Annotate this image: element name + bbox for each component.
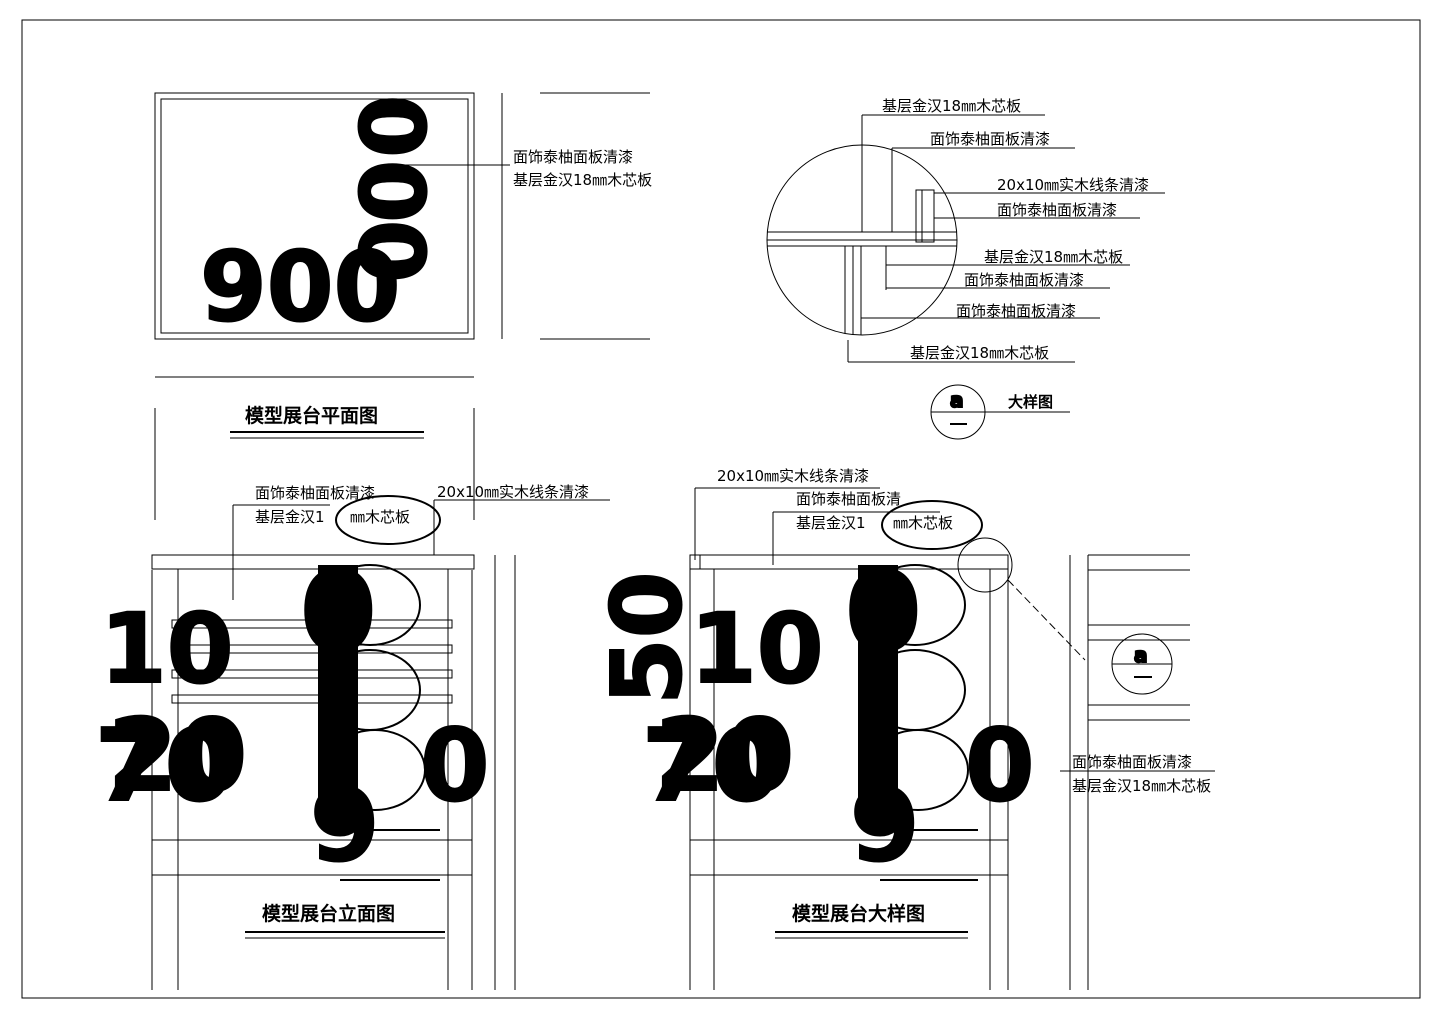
detail-elev-label-base-alt: 基层金汉1 — [796, 514, 866, 532]
elev-label-base: 基层金汉1 — [255, 508, 325, 526]
elev-dim-a: 10 — [100, 593, 234, 705]
elevation-view: 面饰泰柚面板清漆 基层金汉1 ㎜木芯板 20x10㎜实木线条清漆 10 20 7… — [94, 408, 610, 990]
plan-label-base: 基层金汉18㎜木芯板 — [513, 171, 652, 189]
detail-label-face-top: 面饰泰柚面板清漆 — [930, 130, 1050, 148]
plan-dim-width: 900 — [200, 231, 400, 343]
detail-dim-b: 10 — [690, 593, 824, 705]
elevation-top-slab — [151, 554, 475, 570]
elev-label-core-tail: ㎜木芯板 — [350, 508, 410, 526]
detail-label-face-3: 面饰泰柚面板清漆 — [964, 271, 1084, 289]
plan-inner-outline — [160, 98, 469, 334]
detail-dim-f: 0 — [965, 707, 1035, 824]
detail-dim-c: 20 — [655, 697, 794, 814]
elev-dim-e: 0 — [420, 707, 490, 824]
detail-elevation-title: 模型展台大样图 — [792, 902, 925, 925]
plan-title: 模型展台平面图 — [245, 404, 378, 427]
plan-dim-c: 0 — [338, 220, 443, 283]
detail-label-strip: 20x10㎜实木线条清漆 — [997, 176, 1149, 194]
detail-label-face-2: 面饰泰柚面板清漆 — [997, 201, 1117, 219]
plan-view: 面饰泰柚面板清漆 基层金汉18㎜木芯板 900 0 0 0 模型展台平面图 — [154, 92, 652, 439]
sheet-border — [21, 19, 1421, 999]
detail-elev-label-face-partial: 面饰泰柚面板清 — [796, 490, 901, 508]
detail-callout-ring — [957, 537, 1013, 593]
detail-label-base-3: 基层金汉18㎜木芯板 — [910, 344, 1049, 362]
detail-dim-a: 50 — [591, 571, 703, 705]
elev-dim-c: 70 — [95, 707, 234, 824]
callout-mark: a — [950, 388, 964, 412]
detail-elevation-view: a 面饰泰柚面板清漆 基层金汉18㎜木芯板 20x10㎜实木线条清漆 面饰泰柚面… — [590, 467, 1215, 990]
plan-dim-a: 0 — [338, 95, 443, 158]
detail-label-base-2: 基层金汉18㎜木芯板 — [984, 248, 1123, 266]
plan-label-face: 面饰泰柚面板清漆 — [513, 148, 633, 166]
plan-dim-b: 0 — [338, 160, 443, 223]
detail-elev-label-strip: 20x10㎜实木线条清漆 — [717, 467, 869, 485]
detail-elev-label-base: 基层金汉18㎜木芯板 — [1072, 777, 1211, 795]
detail-callout-mark: a — [1134, 643, 1148, 667]
elev-label-face: 面饰泰柚面板清漆 — [255, 484, 375, 502]
callout-title: 大样图 — [1008, 393, 1053, 411]
elevation-title: 模型展台立面图 — [262, 902, 395, 925]
detail-label-base-top: 基层金汉18㎜木芯板 — [882, 97, 1021, 115]
plan-outline — [154, 92, 475, 340]
detail-dim-d: 70 — [642, 707, 781, 824]
detail-elev-label-face: 面饰泰柚面板清漆 — [1072, 753, 1192, 771]
elev-label-strip: 20x10㎜实木线条清漆 — [437, 483, 589, 501]
detail-label-face-4: 面饰泰柚面板清漆 — [956, 302, 1076, 320]
elev-dim-b: 20 — [108, 697, 247, 814]
detail-elev-label-core-tail: ㎜木芯板 — [893, 514, 953, 532]
detail-circle-view: 基层金汉18㎜木芯板 面饰泰柚面板清漆 20x10㎜实木线条清漆 面饰泰柚面板清… — [766, 97, 1165, 440]
